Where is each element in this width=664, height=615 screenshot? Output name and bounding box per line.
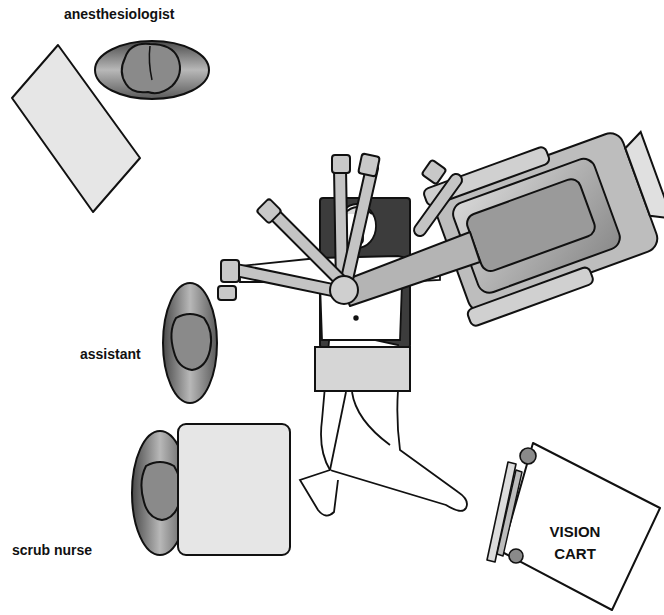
cart-label: VISION CART <box>535 521 615 565</box>
role-label: assistant <box>80 346 141 362</box>
cart-part <box>509 549 523 563</box>
role-label: scrub nurse <box>12 542 92 558</box>
cart-part <box>497 470 522 556</box>
anesthesiologist-figure <box>95 41 209 99</box>
role-label: anesthesiologist <box>64 6 174 22</box>
assistant-figure <box>163 283 217 403</box>
robot-patient-cart <box>218 113 664 327</box>
instrument-table <box>178 424 290 555</box>
anesthesia-workstation <box>12 45 140 212</box>
cart-part <box>502 443 660 610</box>
vision-cart-outline <box>480 432 662 612</box>
cart-part <box>520 448 536 464</box>
surgical-drape <box>315 347 410 391</box>
vision-cart: VISION CART <box>480 432 662 612</box>
